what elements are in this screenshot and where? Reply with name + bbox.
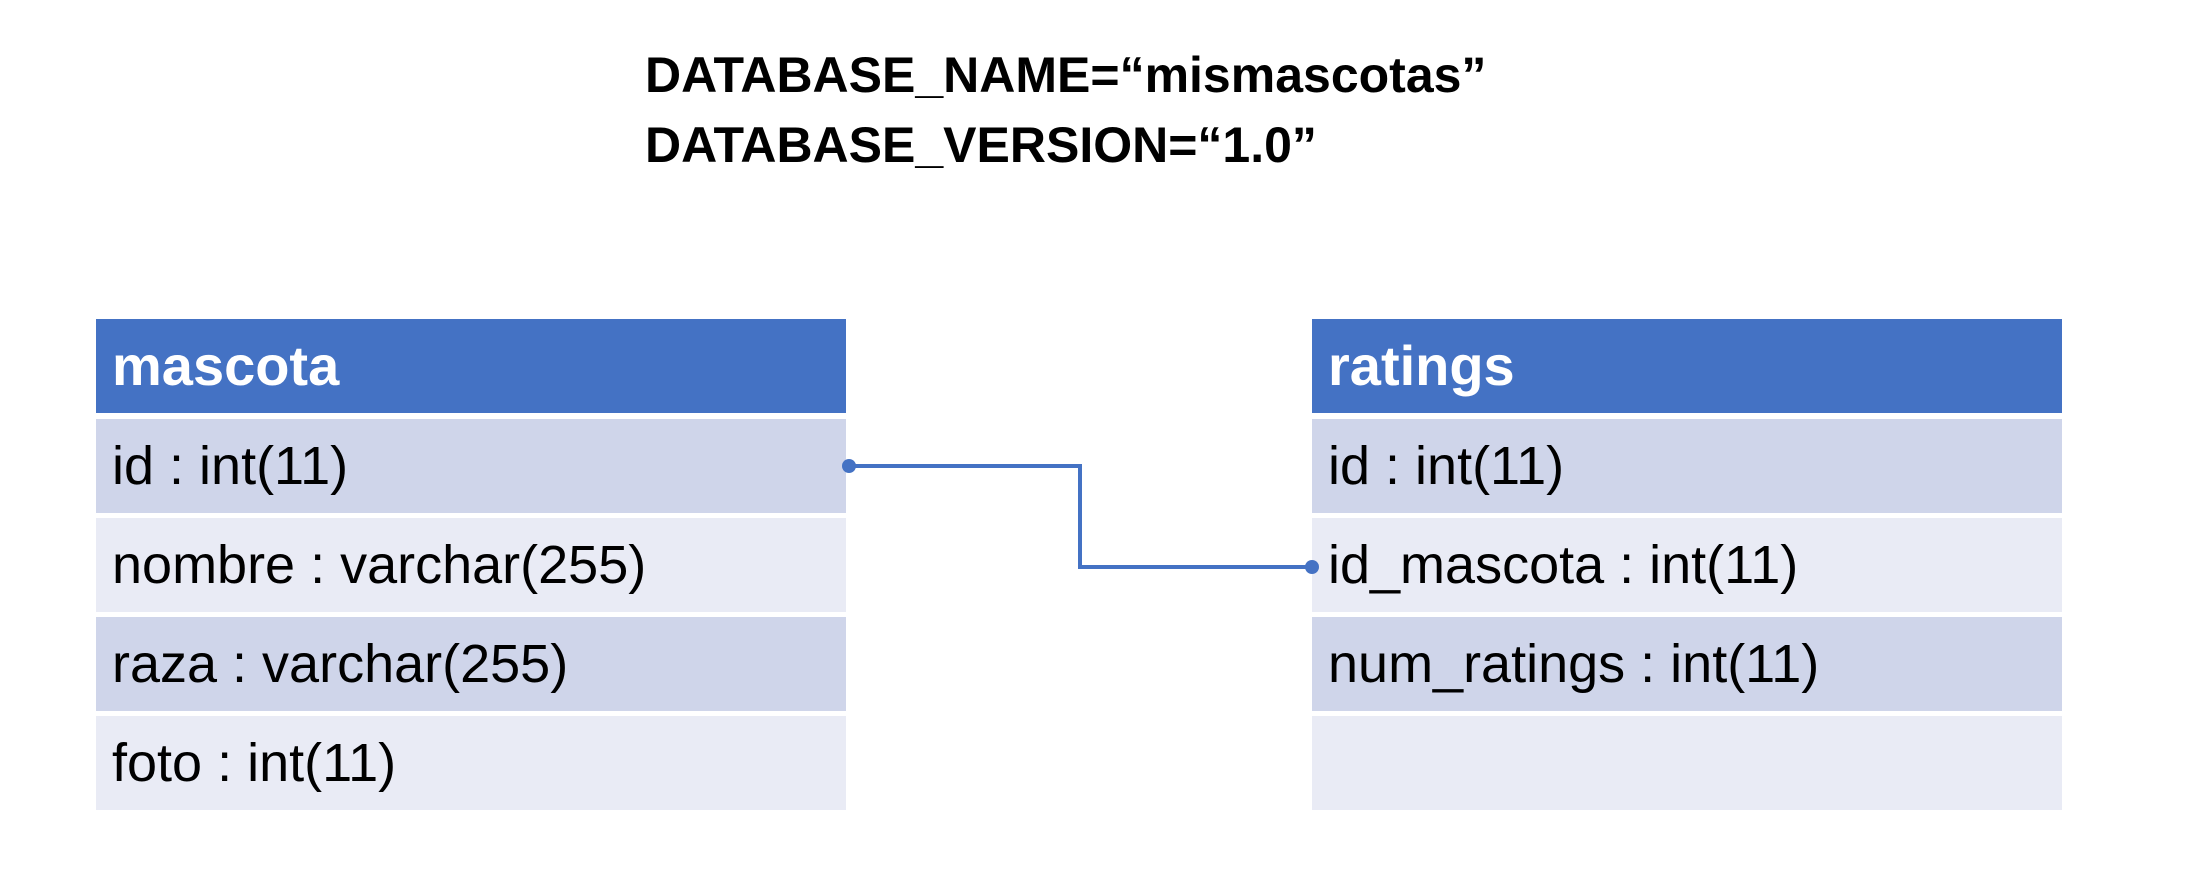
table-mascota-row-raza: raza : varchar(255)	[96, 617, 846, 711]
database-name-line: DATABASE_NAME=“mismascotas”	[645, 47, 1487, 103]
table-ratings-row-id: id : int(11)	[1312, 419, 2062, 513]
connector-start-dot	[842, 459, 856, 473]
connector-end-dot	[1305, 560, 1319, 574]
table-ratings-row-num-ratings: num_ratings : int(11)	[1312, 617, 2062, 711]
table-mascota-row-foto: foto : int(11)	[96, 716, 846, 810]
table-ratings: ratings id : int(11) id_mascota : int(11…	[1312, 319, 2062, 815]
table-mascota-header: mascota	[96, 319, 846, 413]
database-info: DATABASE_NAME=“mismascotas” DATABASE_VER…	[645, 40, 1486, 180]
connector-line	[849, 464, 1312, 569]
database-version-line: DATABASE_VERSION=“1.0”	[645, 117, 1317, 173]
table-mascota-row-id: id : int(11)	[96, 419, 846, 513]
table-ratings-row-empty	[1312, 716, 2062, 810]
table-ratings-row-id-mascota: id_mascota : int(11)	[1312, 518, 2062, 612]
table-ratings-header: ratings	[1312, 319, 2062, 413]
table-mascota-row-nombre: nombre : varchar(255)	[96, 518, 846, 612]
table-mascota: mascota id : int(11) nombre : varchar(25…	[96, 319, 846, 815]
